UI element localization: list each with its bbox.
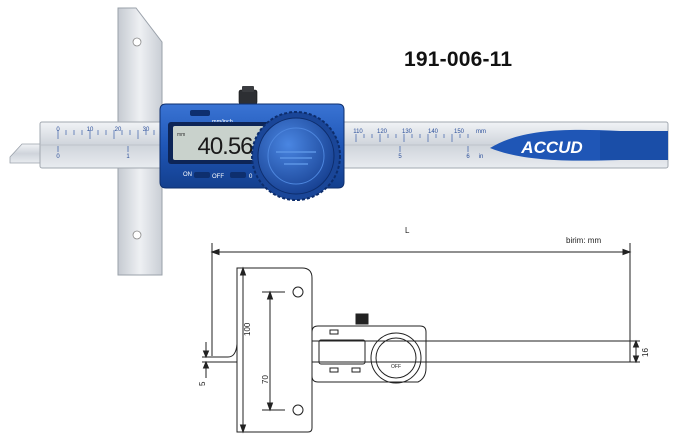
- scale-label-right-140: 140: [428, 129, 439, 135]
- drawing-hole-top: [292, 286, 304, 298]
- scale-ticks-left: [57, 130, 155, 152]
- inch-label-right-6: 6: [466, 154, 470, 160]
- thumb-wheel: [251, 111, 341, 201]
- drawing-lcd: [318, 339, 366, 365]
- drawing-lock-knob: [355, 313, 369, 325]
- scale-label-right-110: 110: [353, 129, 363, 135]
- scale-ticks-right: [355, 134, 469, 152]
- inch-label-left-1: 1: [126, 154, 130, 160]
- scale-label-right-unit: mm: [476, 129, 486, 135]
- drawing-thumb-wheel: [370, 332, 422, 384]
- lcd-unit-small: mm: [177, 132, 185, 138]
- drawing-base-plate: [236, 267, 313, 433]
- on-label: ON: [183, 172, 192, 178]
- off-label: OFF: [212, 174, 224, 180]
- dim-16-label: 16: [641, 348, 650, 357]
- mode-button[interactable]: [190, 110, 210, 116]
- brand-logo: ACCUD: [520, 138, 582, 157]
- zero-button[interactable]: [230, 172, 246, 178]
- drawing-hole-bottom: [292, 404, 304, 416]
- dim-5-label: 5: [198, 381, 207, 386]
- model-number: 191-006-11: [404, 48, 513, 71]
- inch-label-left-0: 0: [56, 154, 60, 160]
- scale-label-left-3: 30: [143, 127, 150, 133]
- inch-label-right-unit: in: [479, 154, 484, 160]
- drawing-wheel-label: OFF: [391, 364, 401, 370]
- scale-label-right-130: 130: [402, 129, 413, 135]
- lcd-screen: [173, 126, 266, 160]
- inch-label-right-5: 5: [398, 154, 402, 160]
- base-hole-bottom: [132, 230, 142, 240]
- zero-label: 0: [249, 174, 253, 180]
- scale-label-right-120: 120: [377, 129, 388, 135]
- scale-label-left-1: 10: [87, 127, 94, 133]
- drawing-main-beam: [311, 340, 631, 363]
- drawing-depth-rod: [212, 343, 238, 358]
- drawing-caliper-body: [311, 325, 427, 383]
- scale-label-right-150: 150: [454, 129, 465, 135]
- on-off-button[interactable]: [194, 172, 210, 178]
- scale-label-left-2: 20: [115, 127, 122, 133]
- brand-plate: [600, 131, 668, 160]
- base-hole-top: [132, 37, 142, 47]
- length-label: L: [405, 226, 410, 235]
- dim-100-label: 100: [243, 322, 252, 336]
- scale-label-left-0: 0: [56, 127, 60, 133]
- lcd-reading: 40.56: [197, 133, 253, 160]
- dim-70-label: 70: [261, 375, 270, 384]
- unit-note: birim: mm: [566, 236, 601, 245]
